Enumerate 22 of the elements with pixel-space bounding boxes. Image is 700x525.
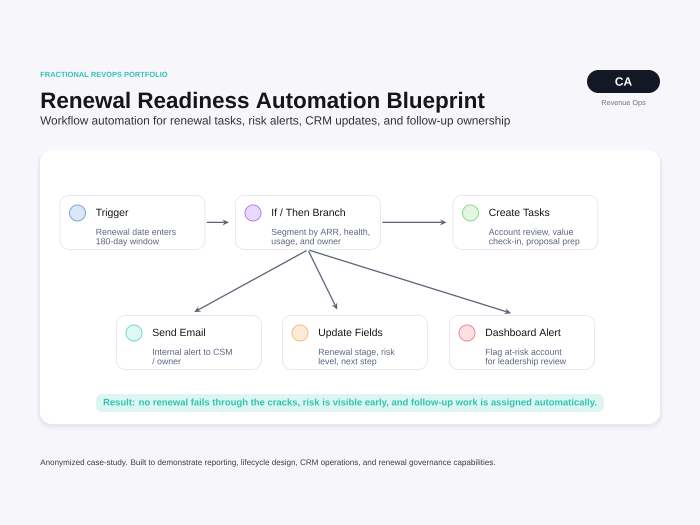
step-description: Internal alert to CSM / owner	[152, 348, 232, 364]
heading: Renewal Readiness Automation Blueprint	[42, 92, 485, 113]
process-box	[235, 194, 381, 250]
process-box	[449, 315, 595, 370]
process-box	[452, 194, 598, 250]
process-box	[116, 315, 262, 370]
process-box	[60, 194, 206, 250]
step-description: Segment by ARR, health, usage, and owner	[272, 228, 370, 246]
result-banner: Result: no renewal fails through the cracks, risk is visible early, and follow-up work is assigned automatically.	[96, 394, 604, 412]
step-title: If / Then Branch	[272, 208, 345, 216]
subtitle: Workflow automation for renewal tasks, risk alerts, CRM updates, and follow-up ownership	[40, 116, 510, 127]
step-title: Trigger	[96, 208, 128, 218]
step-description: Account review, value check-in, proposal prep	[488, 228, 580, 246]
step-description: Flag at-risk account for leadership review	[485, 348, 566, 366]
footnote: Anonymized case-study. Built to demonstrate reporting, lifecycle design, CRM operations, and renewal governance capabilities.	[40, 459, 495, 467]
process-box	[282, 315, 428, 370]
step-description: Renewal date enters 180-day window	[96, 228, 176, 246]
step-description: Renewal stage, risk level, next step	[318, 348, 395, 366]
step-title: Dashboard Alert	[486, 328, 561, 336]
step-title: Update Fields	[319, 328, 382, 338]
step-title: Send Email	[152, 328, 205, 336]
step-title: Create Tasks	[489, 208, 550, 216]
